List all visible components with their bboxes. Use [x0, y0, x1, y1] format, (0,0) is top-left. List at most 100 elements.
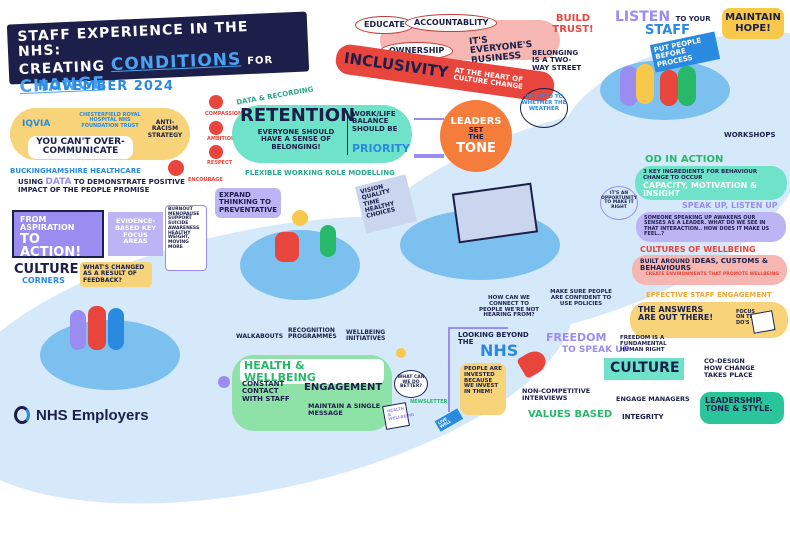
chesterfield-label: CHESTERFIELD ROYAL HOSPITAL NHS FOUNDATI… [79, 112, 141, 129]
value-ambition: AMBITION [207, 136, 236, 142]
invested-bubble: PEOPLE ARE INVESTED BECAUSE WE INVEST IN… [460, 363, 506, 415]
value-respect: RESPECT [207, 160, 233, 166]
scroll-burnout: BURNOUT [168, 207, 193, 212]
priority: PRIORITY [352, 142, 411, 155]
bucks-rest: TO DEMONSTRATE POSITIVE IMPACT OF THE PE… [18, 178, 185, 195]
leaders-mid: SET THE [468, 126, 484, 142]
codesign: CO-DESIGN HOW CHANGE TAKES PLACE [704, 357, 755, 379]
retention-block: RETENTION EVERYONE SHOULD HAVE A SENSE O… [232, 105, 412, 163]
walkabouts: WALKABOUTS [236, 333, 284, 340]
title-for: FOR [246, 55, 274, 68]
what-can-bubble: WHAT CAN WE DO BETTER? [394, 370, 428, 398]
over-communicate: YOU CAN'T OVER-COMMUNICATE [28, 136, 133, 159]
opportunity-bubble: IT'S AN OPPORTUNITY TO MAKE IT RIGHT [600, 186, 638, 220]
value-compassion: COMPASSION [205, 111, 243, 117]
aspiration-arrow: FROM ASPIRATION TO ACTION! [12, 210, 104, 261]
retention-body: EVERYONE SHOULD HAVE A SENSE OF BELONGIN… [257, 128, 335, 151]
scroll-suicide: SUICIDE AWARENESS [168, 221, 200, 231]
constant-contact: CONSTANT CONTACT WITH STAFF [242, 380, 290, 403]
from-aspiration: FROM ASPIRATION [20, 215, 75, 233]
evidence-arrow: EVIDENCE-BASED KEY FOCUS AREAS [108, 212, 163, 256]
to-speak-up: TO SPEAK UP [562, 345, 630, 355]
initiatives: WELLBEING INITIATIVES [346, 329, 386, 343]
od-title: OD IN ACTION [645, 154, 724, 165]
focus-scroll: BURNOUT MENOPAUSE SUPPORT SUICIDE AWAREN… [165, 205, 207, 271]
focus-dos: FOCUS ON THE DO'S [736, 309, 758, 326]
values-based: VALUES BASED [528, 409, 613, 420]
policies-question: MAKE SURE PEOPLE ARE CONFIDENT TO USE PO… [550, 289, 612, 307]
beyond-box [448, 327, 450, 412]
listen-word: LISTEN [615, 9, 671, 25]
handshake-icon [168, 160, 184, 176]
smiley-icon [218, 376, 230, 388]
listen-title: LISTEN TO YOUR [615, 8, 711, 25]
scroll-healthy: HEALTHY WEIGHT, MOVING MORE [168, 230, 191, 250]
worklife: WORK/LIFE BALANCE SHOULD BE [352, 110, 398, 133]
beyond-title: LOOKING BEYOND THE [458, 331, 529, 347]
title-conditions: CONDITIONS [110, 49, 242, 76]
wellbeing-block: BUILT AROUND IDEAS, CUSTOMS & BEHAVIOURS… [632, 255, 787, 285]
od-block: 3 KEY INGREDIENTS FOR BEHAVIOUR CHANGE T… [635, 166, 787, 200]
bucks-data: DATA [45, 177, 72, 187]
newsletter: NEWSLETTER [410, 399, 448, 405]
retention-title: RETENTION [240, 105, 356, 126]
to-action: TO ACTION! [20, 231, 82, 261]
people-figures [620, 62, 710, 107]
title-banner: STAFF EXPERIENCE IN THE NHS: CREATING CO… [6, 11, 310, 97]
wellbeing-pre: BUILT AROUND [640, 258, 690, 265]
lightbulb-icon [292, 210, 308, 226]
iqvia-block: IQVIA CHESTERFIELD ROYAL HOSPITAL NHS FO… [10, 108, 190, 160]
recognition: RECOGNITION PROGRAMMES [288, 327, 337, 341]
smiley-icon [396, 348, 406, 358]
newsletter-book: HEALTH & WELLBEING [382, 402, 415, 430]
anti-racism: ANTI-RACISM STRATEGY [147, 119, 183, 139]
nhs-employers-logo: NHS Employers [14, 406, 149, 424]
answers-text: THE ANSWERS ARE OUT THERE! [638, 305, 714, 323]
health-title: HEALTH & WELLBEING [240, 359, 384, 385]
maintain-hope: MAINTAIN HOPE! [722, 8, 784, 39]
checkbox-doc-icon [750, 310, 776, 334]
speak-up-body: SOMEONE SPEAKING UP AWAKENS OUR SENSES A… [636, 212, 786, 242]
integrity: INTEGRITY [622, 413, 664, 421]
pond [240, 230, 360, 300]
single-message: MAINTAIN A SINGLE MESSAGE [308, 402, 381, 417]
value-encourage: ENCOURAGE [188, 177, 223, 183]
od-body: 3 KEY INGREDIENTS FOR BEHAVIOUR CHANGE T… [643, 169, 758, 181]
belonging: BELONGING IS A TWO-WAY STREET [532, 49, 582, 72]
culture-corners-title: CULTURE [14, 262, 79, 277]
values-icons: COMPASSION AMBITION RESPECT [195, 95, 245, 167]
feedback-question: WHAT'S CHANGED AS A RESULT OF FEEDBACK? [80, 262, 152, 287]
flexible-working: FLEXIBLE WORKING ROLE MODELLING [245, 169, 395, 177]
iqvia-label: IQVIA [22, 119, 51, 129]
wellbeing-text: BUILT AROUND IDEAS, CUSTOMS & BEHAVIOURS [640, 257, 779, 273]
build-trust: BUILD TRUST! [552, 13, 594, 35]
scales-icon [414, 118, 444, 158]
engagement-title: EFFECTIVE STAFF ENGAGEMENT [646, 291, 772, 299]
workshops-label: WORKSHOPS [724, 131, 776, 139]
inclusivity-title: INCLUSIVITY [342, 49, 450, 82]
engage-managers: ENGAGE MANAGERS [616, 395, 690, 403]
inclusivity-sub: AT THE HEART OF CULTURE CHANGE [452, 65, 524, 91]
logo-mark-icon [14, 406, 30, 424]
non-competitive: NON-COMPETITIVE INTERVIEWS [522, 387, 591, 402]
people-group [70, 300, 130, 350]
wellbeing-highlight: IDEAS, CUSTOMS & BEHAVIOURS [640, 257, 768, 273]
leadership-tone: LEADERSHIP, TONE & STYLE. [700, 392, 784, 424]
culture-corners: CULTURE CORNERS [14, 263, 79, 285]
bucks-org: BUCKINGHAMSHIRE HEALTHCARE [10, 167, 141, 175]
wellbeing-title: CULTURES OF WELLBEING [640, 245, 756, 254]
inclusivity-section: EDUCATE ACCOUNTABLITY OWNERSHIP IT'S EVE… [320, 8, 580, 104]
connect-question: HOW CAN WE CONNECT TO PEOPLE WE'RE NOT H… [478, 295, 540, 319]
freedom-word: FREEDOM [546, 331, 607, 344]
leaders-badge: LEADERS SET THE TONE [440, 100, 512, 172]
logo-text: NHS Employers [36, 406, 149, 424]
od-highlight: CAPACITY, MOTIVATION & INSIGHT [643, 180, 758, 198]
to-your: TO YOUR [675, 15, 711, 23]
leaders-top: LEADERS [450, 115, 502, 127]
health-block: HEALTH & WELLBEING CONSTANT CONTACT WITH… [232, 355, 392, 431]
date: NOVEMBER 2024 [38, 79, 174, 94]
culture-corners-sub: CORNERS [22, 275, 65, 285]
weather-bubble: WE NEED TO WHETHER THE WEATHER [520, 88, 568, 128]
wheelchair-figure [275, 232, 299, 262]
nhs-word: NHS [480, 341, 519, 360]
